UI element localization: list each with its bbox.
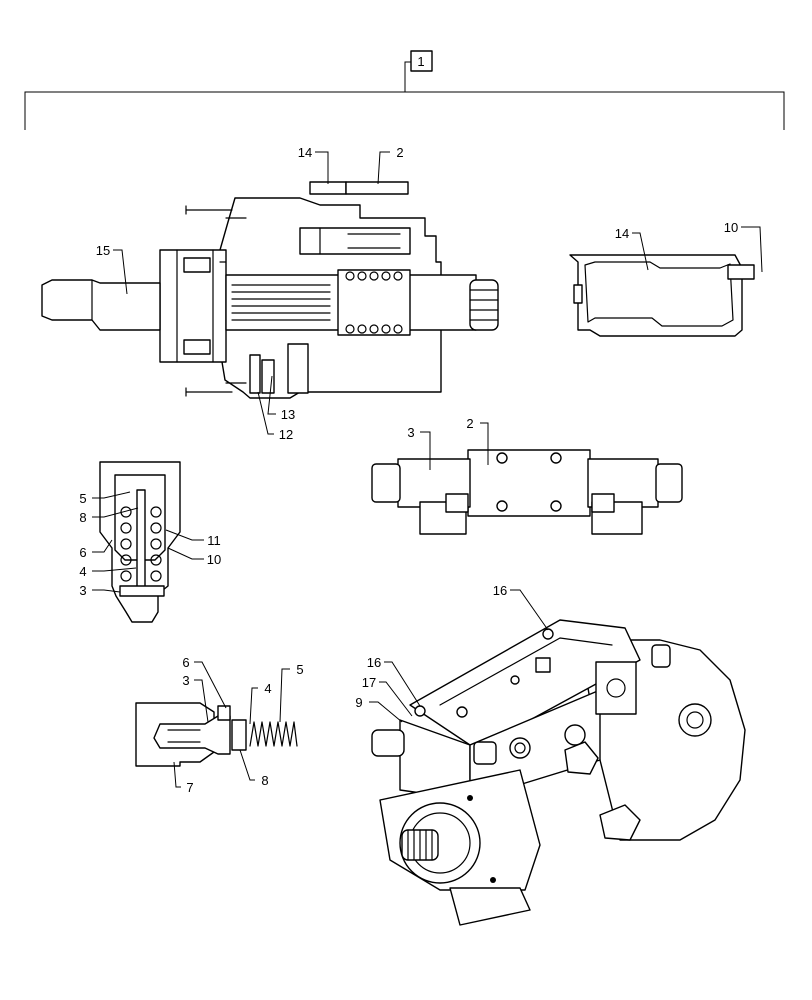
pump-section-view [41,181,499,399]
callout-16-left[interactable]: 16 [367,655,381,670]
callout-6-cv[interactable]: 6 [182,655,189,670]
callout-2-valve[interactable]: 2 [466,416,473,431]
side-valve-plate [595,661,637,715]
pump-assembly-callouts: 16 16 17 9 [355,583,549,723]
callout-17[interactable]: 17 [362,675,376,690]
lower-pin-12 [249,354,261,394]
connector-left-tab [445,493,469,513]
fitting-top-right [651,644,671,668]
callout-2-section[interactable]: 2 [396,145,403,160]
callout-16-top[interactable]: 16 [493,583,507,598]
housing-bolts [185,205,247,397]
side-port-2 [564,724,586,746]
control-piston [299,227,411,255]
callout-10-cover[interactable]: 10 [724,220,738,235]
callout-15[interactable]: 15 [96,243,110,258]
callout-5-pv[interactable]: 5 [79,491,86,506]
bearing-top [183,257,211,273]
side-cover-callouts: 14 10 [615,220,763,273]
solenoid-plug-mid [473,741,497,765]
pressure-valve-view [99,461,181,623]
callout-8-cv[interactable]: 8 [261,773,268,788]
spring-coils [345,271,403,334]
side-cover-body [569,254,743,337]
top-tab-right [345,181,409,195]
callout-5-cv[interactable]: 5 [296,662,303,677]
side-cover-view [569,254,755,337]
lower-plate-13 [287,343,309,394]
hex-fitting-lower [599,804,641,841]
plug-top [535,657,551,673]
side-cover-fitting [727,264,755,280]
valve-block-view [371,449,683,535]
assembly-bracket: 1 [24,50,785,130]
cutoff-valve-seat [231,719,247,751]
valve-body [467,449,591,517]
hex-fitting-mid [564,741,599,775]
cutoff-valve-callouts: 6 3 4 5 7 8 [173,655,304,795]
pressure-valve-callouts: 5 8 6 4 3 11 10 [79,491,221,598]
shaft-end-spline [469,279,499,331]
pressure-valve-stem [136,489,146,591]
spring-pack [337,269,411,336]
callout-14-section[interactable]: 14 [298,145,312,160]
callout-4-cv[interactable]: 4 [264,681,271,696]
solenoid-cap-right [655,463,683,503]
callout-14-cover[interactable]: 14 [615,226,629,241]
callout-3-cv[interactable]: 3 [182,673,189,688]
cutoff-valve-spring [249,721,298,747]
pressure-valve-spring [120,506,162,582]
callout-7-cv[interactable]: 7 [186,780,193,795]
callout-11-pv[interactable]: 11 [207,533,221,548]
valve-block-callouts: 3 2 [407,416,489,470]
callout-4-pv[interactable]: 4 [79,564,86,579]
cutoff-valve-spool [153,715,231,755]
solenoid-cap-left [371,463,401,503]
callout-8-pv[interactable]: 8 [79,510,86,525]
callout-9[interactable]: 9 [355,695,362,710]
callout-3-valve[interactable]: 3 [407,425,414,440]
solenoid-plug-left [371,729,405,757]
callout-6-pv[interactable]: 6 [79,545,86,560]
bottom-mount [449,887,531,926]
pressure-valve-seat [119,585,165,597]
connector-right-tab [591,493,615,513]
callout-10-pv[interactable]: 10 [207,552,221,567]
cutoff-valve-view [135,702,298,767]
flange-bore [399,802,481,884]
callout-3-pv[interactable]: 3 [79,583,86,598]
pump-section-callouts: 14 2 15 13 12 [96,145,404,442]
cutoff-valve-cap [217,705,231,721]
side-cover-tab [573,284,583,304]
port-right [678,703,712,737]
bearing-bottom [183,339,211,355]
assembly-callout-1[interactable]: 1 [417,54,424,69]
input-shaft [41,279,161,331]
side-port-1 [509,737,531,759]
callout-13[interactable]: 13 [281,407,295,422]
pump-assembly-view [371,619,746,926]
shaft-splines [231,284,331,321]
callout-12[interactable]: 12 [279,427,293,442]
assembly-callout-box [410,50,433,72]
